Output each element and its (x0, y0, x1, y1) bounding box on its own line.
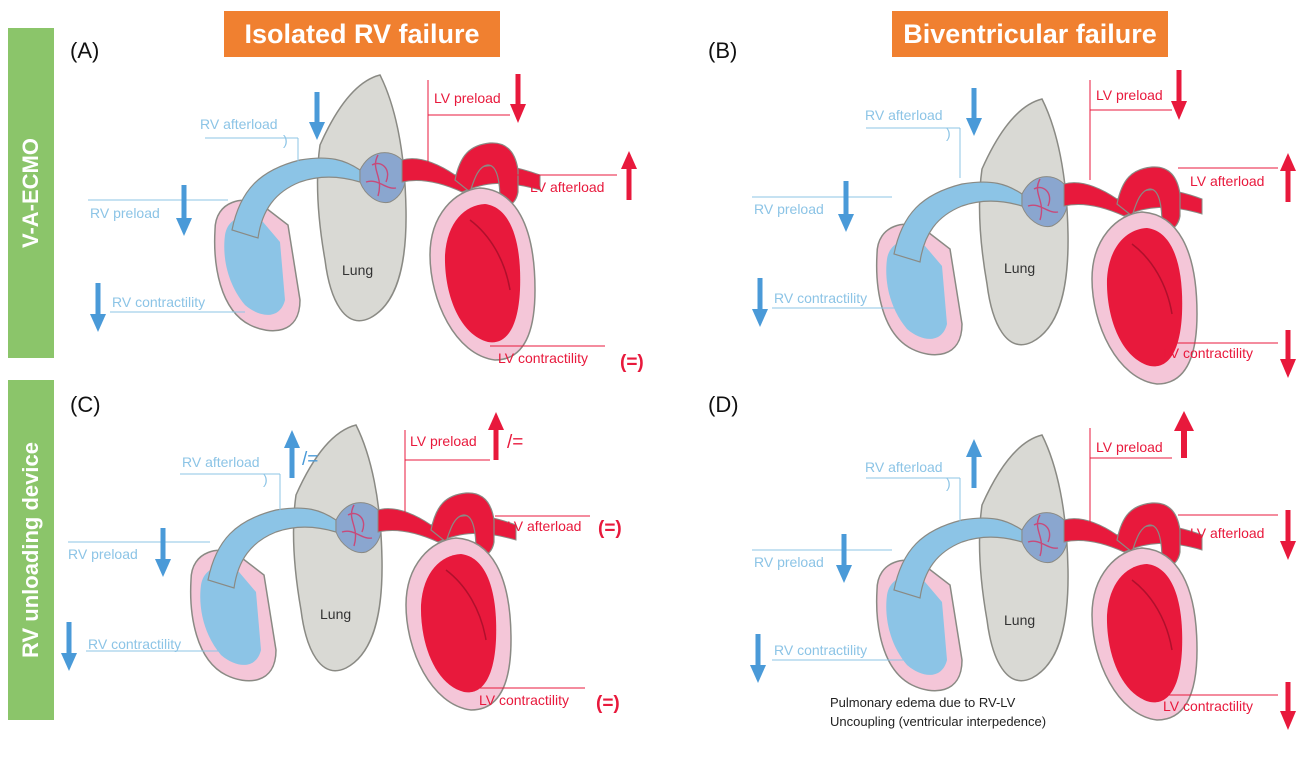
lv-contractility-label: LV contractility (1163, 345, 1253, 361)
rv-preload-down-arrow-icon (836, 534, 852, 583)
lv-preload-down-arrow-icon (1171, 70, 1187, 120)
rv-afterload-unchanged-mark: /= (302, 449, 318, 470)
rv-afterload-up-arrow-icon (284, 430, 300, 478)
svg-text:): ) (946, 475, 951, 491)
lv-contractility-label: LV contractility (498, 350, 588, 366)
lv-contractility-unchanged-mark: (=) (596, 693, 620, 714)
lv-contractility-label: LV contractility (1163, 698, 1253, 714)
rv-preload-down-arrow-icon (176, 185, 192, 236)
rv-afterload-label: RV afterload (182, 454, 260, 470)
rv-afterload-label: RV afterload (865, 459, 943, 475)
rv-preload-down-arrow-icon (838, 181, 854, 232)
rv-afterload-down-arrow-icon (966, 88, 982, 136)
lv-afterload-up-arrow-icon (1280, 153, 1296, 202)
rv-contractility-label: RV contractility (88, 636, 181, 652)
rv-preload-label: RV preload (754, 201, 824, 217)
pulmonary-edema-note-line2: Uncoupling (ventricular interpedence) (830, 714, 1046, 729)
lv-afterload-label: LV afterload (507, 518, 581, 534)
rv-contractility-label: RV contractility (774, 642, 867, 658)
panel-d: Lung RV afterload ) RV preload RV contra… (750, 411, 1296, 730)
lv-afterload-unchanged-mark: (=) (598, 518, 622, 539)
lv-afterload-label: LV afterload (1190, 525, 1264, 541)
rv-contractility-down-arrow-icon (90, 283, 106, 332)
lung-label: Lung (1004, 260, 1035, 276)
lv-preload-up-arrow-icon (1174, 411, 1194, 458)
rv-preload-label: RV preload (90, 205, 160, 221)
heart-lung-illustration (877, 99, 1202, 384)
lv-contractility-down-arrow-icon (1280, 682, 1296, 730)
lv-contractility-down-arrow-icon (1280, 330, 1296, 378)
lv-afterload-label: LV afterload (530, 179, 604, 195)
svg-text:): ) (283, 132, 288, 148)
rv-contractility-down-arrow-icon (61, 622, 77, 671)
lv-contractility-label: LV contractility (479, 692, 569, 708)
rv-contractility-label: RV contractility (112, 294, 205, 310)
lung-label: Lung (320, 606, 351, 622)
lv-preload-label: LV preload (434, 90, 501, 106)
lv-contractility-unchanged-mark: (=) (620, 352, 644, 373)
svg-text:): ) (946, 125, 951, 141)
lv-preload-down-arrow-icon (510, 74, 526, 123)
pulmonary-edema-note-line1: Pulmonary edema due to RV-LV (830, 695, 1016, 710)
lv-preload-up-arrow-icon (488, 412, 504, 460)
panel-c: Lung RV afterload ) /= RV preload RV con… (61, 412, 622, 714)
lung-label: Lung (1004, 612, 1035, 628)
panel-b: Lung RV afterload ) RV preload RV contra… (752, 70, 1296, 384)
lv-afterload-label: LV afterload (1190, 173, 1264, 189)
rv-contractility-down-arrow-icon (750, 634, 766, 683)
lv-preload-label: LV preload (410, 433, 477, 449)
svg-text:): ) (263, 471, 268, 487)
rv-afterload-down-arrow-icon (309, 92, 325, 140)
rv-contractility-down-arrow-icon (752, 278, 768, 327)
lung-label: Lung (342, 262, 373, 278)
rv-afterload-up-arrow-icon (966, 439, 982, 488)
rv-afterload-label: RV afterload (865, 107, 943, 123)
lv-preload-unchanged-mark: /= (507, 432, 523, 453)
panel-a: Lung RV afterload ) RV preload RV contra… (88, 74, 644, 373)
lv-afterload-down-arrow-icon (1280, 510, 1296, 560)
rv-preload-down-arrow-icon (155, 528, 171, 577)
rv-preload-label: RV preload (754, 554, 824, 570)
lv-preload-label: LV preload (1096, 87, 1163, 103)
lv-afterload-up-arrow-icon (621, 151, 637, 200)
rv-preload-label: RV preload (68, 546, 138, 562)
lv-preload-label: LV preload (1096, 439, 1163, 455)
rv-afterload-label: RV afterload (200, 116, 278, 132)
rv-contractility-label: RV contractility (774, 290, 867, 306)
